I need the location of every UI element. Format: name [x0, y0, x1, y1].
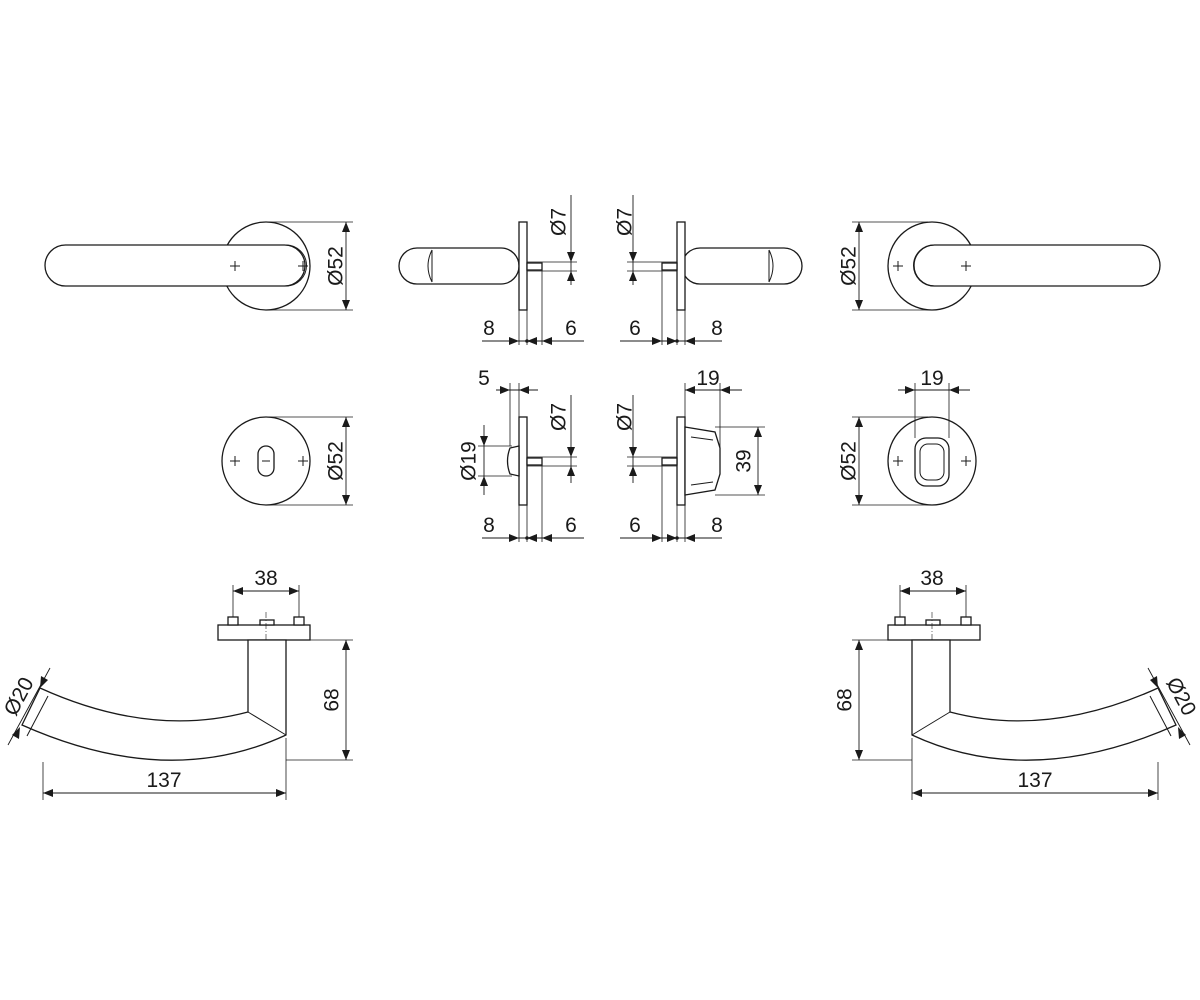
rose-diameter-label-2: Ø52 [838, 246, 861, 286]
lever-length-label-1: 137 [146, 769, 181, 792]
spindle-diameter-label-4: Ø7 [614, 403, 637, 431]
spindle-diameter-label-2: Ø7 [614, 208, 637, 236]
spindle-stub-label-4: 6 [629, 514, 641, 537]
escutcheon-thickness-label-1: 8 [483, 317, 495, 340]
indicator-height-label: 39 [733, 449, 756, 472]
rose-diameter-label-1: Ø52 [325, 246, 348, 286]
lever-top-view-left [7, 585, 353, 800]
spindle-stub-label-3: 6 [565, 514, 577, 537]
lever-projection-label-1: 68 [321, 688, 344, 711]
spindle-diameter-label-3: Ø7 [548, 403, 571, 431]
screw-spacing-label-1: 38 [254, 567, 277, 590]
thumbturn-side-view [478, 383, 584, 542]
indicator-width-label-1: 19 [696, 367, 719, 390]
thumbturn-offset-label: 5 [478, 367, 490, 390]
spindle-stub-label-2: 6 [629, 317, 641, 340]
lever-front-view-right [852, 221, 1161, 311]
lever-front-view-left [44, 221, 353, 311]
spindle-stub-label-1: 6 [565, 317, 577, 340]
rose-diameter-label-4: Ø52 [838, 441, 861, 481]
lever-side-view-left [398, 195, 584, 345]
rose-diameter-label-3: Ø52 [325, 441, 348, 481]
screw-spacing-label-2: 38 [920, 567, 943, 590]
indicator-rose-front-view [852, 383, 977, 506]
indicator-side-view [620, 383, 765, 542]
indicator-width-label-2: 19 [920, 367, 943, 390]
lever-length-label-2: 137 [1017, 769, 1052, 792]
escutcheon-thickness-label-2: 8 [711, 317, 723, 340]
thumbturn-diameter-label: Ø19 [458, 441, 481, 481]
lever-side-view-right [620, 195, 803, 345]
lever-projection-label-2: 68 [834, 688, 857, 711]
thumbturn-rose-front-view [221, 416, 353, 506]
escutcheon-thickness-label-3: 8 [483, 514, 495, 537]
lever-top-view-right [852, 585, 1191, 800]
spindle-diameter-label-1: Ø7 [548, 208, 571, 236]
escutcheon-thickness-label-4: 8 [711, 514, 723, 537]
